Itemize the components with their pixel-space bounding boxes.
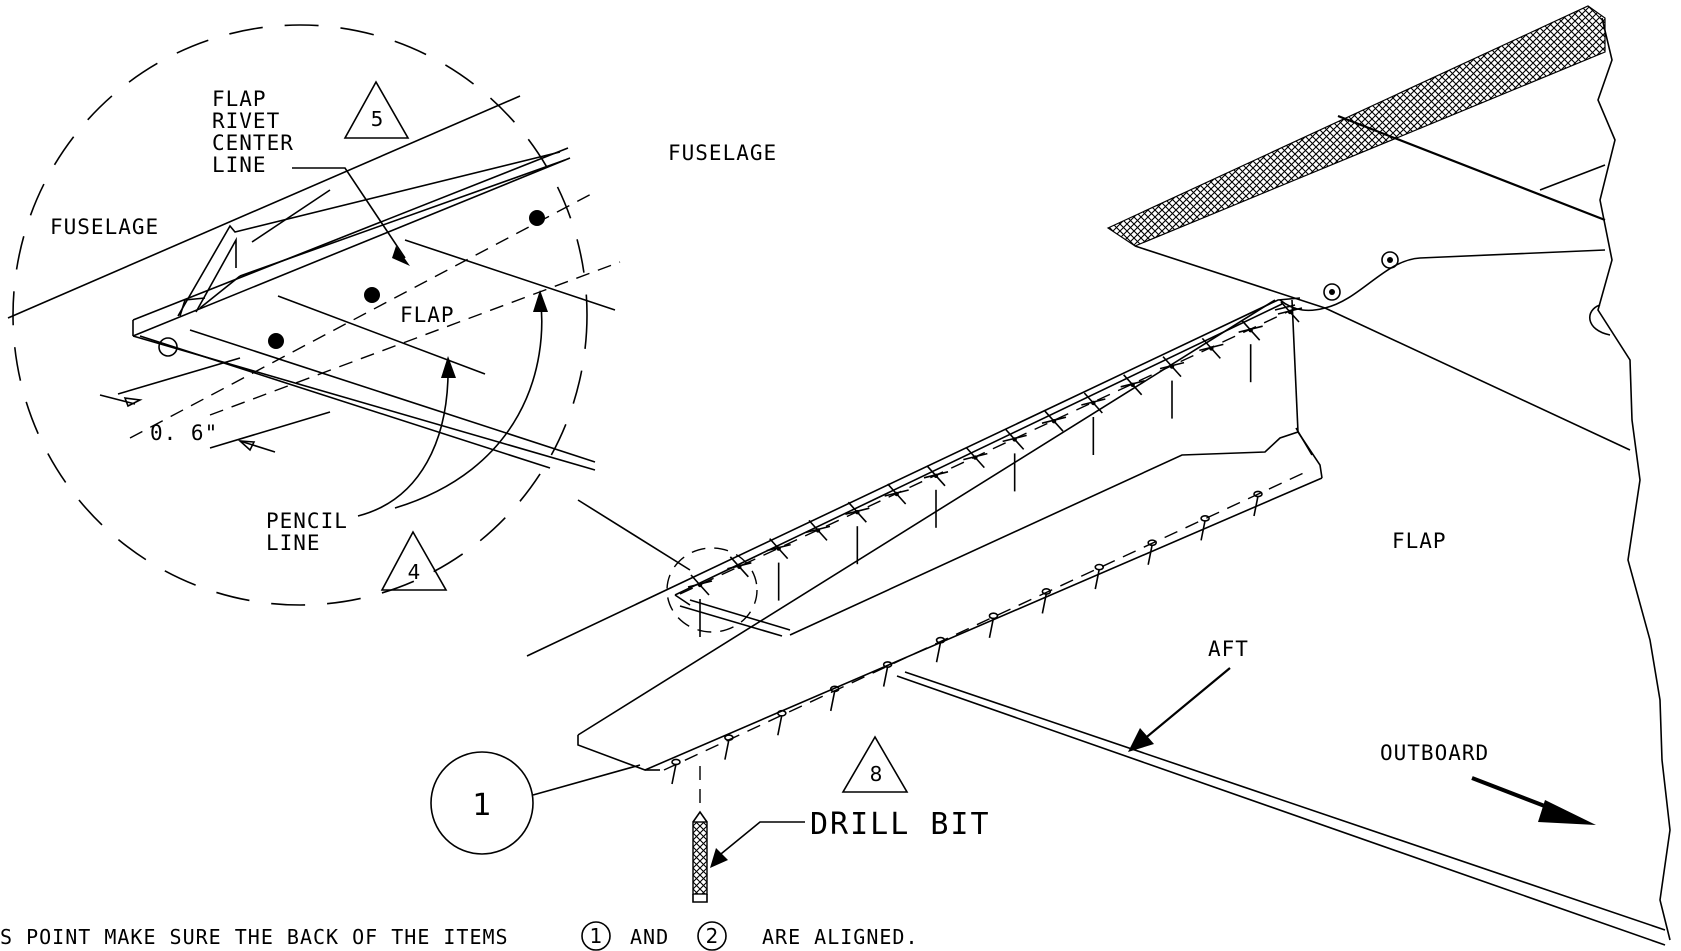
footer-item-a: 1	[590, 924, 603, 948]
footer-text-a: S POINT MAKE SURE THE BACK OF THE ITEMS	[0, 925, 509, 949]
svg-text:4: 4	[408, 560, 421, 584]
flap-main-label: FLAP	[1392, 529, 1447, 553]
svg-text:RIVET: RIVET	[212, 109, 280, 133]
rivet-head	[724, 734, 734, 742]
footer-text-c: ARE ALIGNED.	[762, 925, 919, 949]
outboard-arrow: OUTBOARD	[1380, 741, 1596, 825]
dimension-label: 0. 6"	[150, 421, 218, 445]
flap-flange	[132, 147, 596, 471]
fuselage-main-label: FUSELAGE	[668, 141, 777, 165]
drill-bit-label: DRILL BIT	[810, 807, 991, 842]
rivet-shank	[1253, 495, 1259, 517]
rivet-point	[1012, 437, 1017, 442]
svg-text:5: 5	[371, 107, 384, 131]
rivet-point	[776, 546, 781, 551]
rivet-head	[1094, 563, 1105, 571]
rivet-shank	[1094, 568, 1101, 590]
rivet-point	[1130, 382, 1135, 387]
rivet-point	[737, 564, 742, 569]
rivet-point	[1091, 400, 1096, 406]
projection-lines	[699, 344, 1252, 637]
fuselage-hatched-section	[1106, 5, 1606, 247]
rivet	[364, 287, 380, 303]
svg-text:1: 1	[472, 788, 491, 823]
pencil-line-label: PENCIL LINE	[266, 509, 348, 555]
fuselage-fastener	[1387, 257, 1393, 263]
rivet-center-line-label: FLAP RIVET CENTER LINE	[212, 87, 294, 177]
rivet-point	[855, 510, 860, 515]
rivet-point	[1248, 328, 1253, 333]
rivet-shank	[988, 617, 995, 638]
fuselage-fastener	[1329, 289, 1335, 295]
rivet-point	[1051, 419, 1057, 424]
rivet-shank	[1200, 520, 1206, 541]
rivet-shank	[882, 666, 889, 687]
flap-break-line	[1597, 17, 1671, 941]
rivet-point	[973, 455, 978, 460]
main-view: FUSELAGE FLAP AFT OUTBOARD 1 8	[430, 5, 1671, 946]
detail-reference-circle	[666, 547, 758, 633]
rivet-shank	[1041, 593, 1048, 614]
note-triangle-5: 5	[343, 80, 410, 139]
rivet-head	[988, 612, 999, 620]
rivet-shank	[724, 739, 730, 760]
note-triangle-4: 4	[380, 530, 448, 591]
rivet-head	[671, 758, 681, 766]
rivet-shank	[1147, 544, 1153, 565]
svg-text:LINE: LINE	[266, 531, 321, 555]
rivet-point	[1287, 309, 1293, 315]
note-triangle-8: 8	[841, 735, 909, 793]
fuselage-detail-label: FUSELAGE	[50, 215, 159, 239]
detail-view: 0. 6" FUSELAGE FLAP FLAP RIVET CENTER LI…	[7, 24, 621, 606]
fuselage-fastener	[1323, 283, 1341, 301]
part-1-rivets	[671, 490, 1263, 785]
rivet-head	[777, 709, 787, 717]
svg-text:PENCIL: PENCIL	[266, 509, 348, 533]
rivet-point	[933, 473, 939, 478]
rivet-shank	[671, 763, 677, 785]
svg-text:8: 8	[870, 762, 883, 786]
svg-text:FLAP: FLAP	[212, 87, 267, 111]
strip-rivet-ticks	[687, 301, 1303, 596]
footer-item-b: 2	[706, 924, 719, 948]
rivet-point	[894, 491, 899, 497]
pencil-line	[209, 261, 621, 416]
aft-arrow: AFT	[1128, 637, 1249, 752]
flap-part-1	[577, 299, 1323, 771]
svg-text:LINE: LINE	[212, 153, 267, 177]
drill-bit: DRILL BIT	[692, 766, 991, 903]
fuselage-panel	[1134, 114, 1606, 312]
fastener-hole	[158, 337, 178, 357]
svg-text:CENTER: CENTER	[212, 131, 294, 155]
strip-rivet-line	[679, 307, 1297, 595]
part-1-rivet-line	[663, 469, 1311, 771]
flap-detail-label: FLAP	[400, 303, 455, 327]
rivet-point	[697, 582, 703, 588]
rivet-shank	[935, 642, 942, 663]
rivet-center-line	[129, 191, 596, 439]
footer-text-b: AND	[630, 925, 669, 949]
rivet-point	[815, 528, 821, 533]
flap-strip-part-2	[526, 297, 1301, 657]
rivet-head	[1200, 514, 1210, 522]
rivet	[529, 210, 545, 226]
footer-note: S POINT MAKE SURE THE BACK OF THE ITEMS …	[0, 921, 919, 951]
svg-text:AFT: AFT	[1208, 637, 1249, 661]
rivet-shank	[777, 715, 783, 736]
item-balloon-1: 1	[430, 751, 641, 855]
svg-text:OUTBOARD: OUTBOARD	[1380, 741, 1489, 765]
fuselage-fastener	[1381, 251, 1399, 269]
rivet	[268, 333, 284, 349]
rivet-shank	[829, 690, 836, 712]
rivet-point	[1209, 346, 1214, 351]
